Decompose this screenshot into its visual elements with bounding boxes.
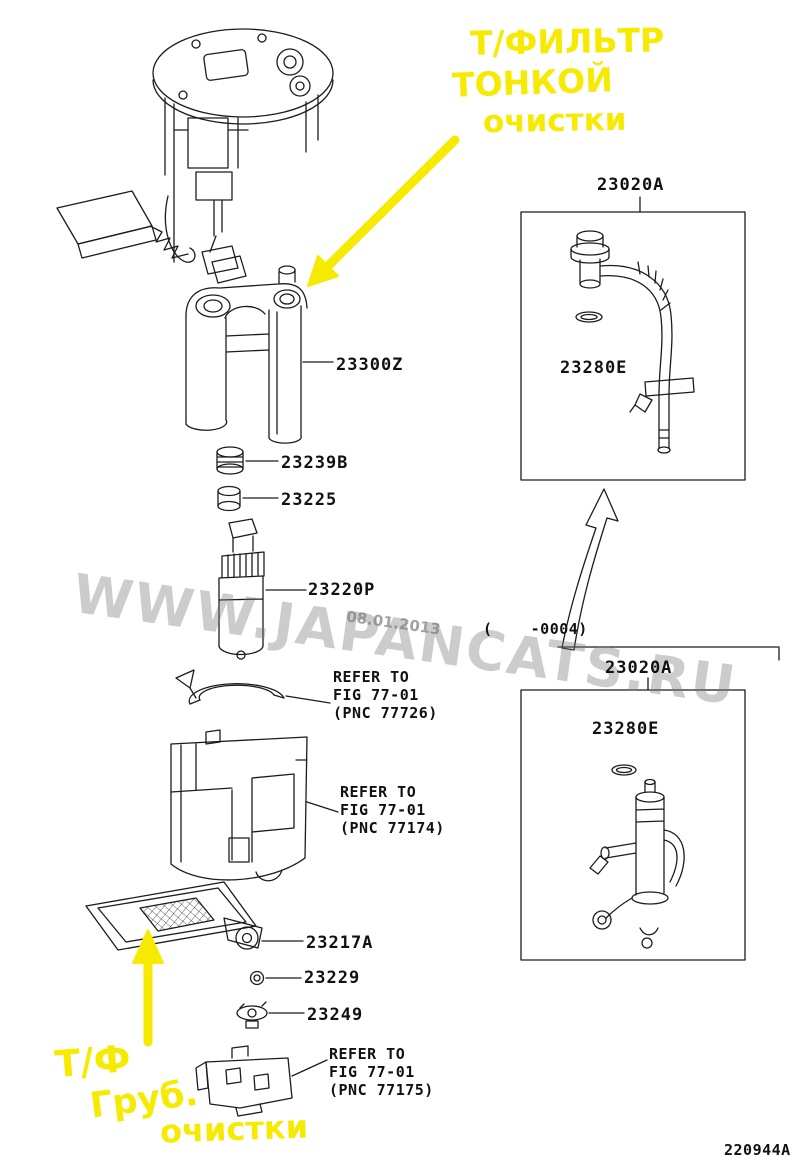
refer-line: REFER TO <box>340 783 417 801</box>
refer-block-77174: REFER TO FIG 77-01 (PNC 77174) <box>340 783 445 837</box>
part-label-23300z: 23300Z <box>336 355 404 375</box>
serial-range-note: ( -0004) <box>483 620 588 638</box>
part-label-23217a: 23217A <box>306 933 374 953</box>
annotation-fine-filter-line2: ТОНКОЙ <box>451 60 614 105</box>
part-label-23239b: 23239B <box>281 453 349 473</box>
part-label-23280e-top: 23280E <box>560 358 628 378</box>
annotation-coarse-filter-line3: очистки <box>159 1107 309 1151</box>
part-label-23225: 23225 <box>281 490 338 510</box>
strainer-art <box>85 881 304 951</box>
refer-line: REFER TO <box>333 668 410 686</box>
filter-housing-art <box>185 265 334 444</box>
part-23239b-art <box>216 446 279 475</box>
annotation-fine-filter-line3: очистки <box>482 101 627 141</box>
part-label-23220p: 23220P <box>308 580 376 600</box>
fuel-pump-art <box>218 518 307 660</box>
serial-bracket-line <box>557 646 780 661</box>
c-ring-art <box>175 669 331 705</box>
refer-line: (PNC 77726) <box>333 704 438 722</box>
annotation-fine-filter-line1: Т/ФИЛЬТР <box>469 20 665 63</box>
detail-box-top <box>520 196 746 481</box>
part-label-23280e-bottom: 23280E <box>592 719 660 739</box>
refer-line: FIG 77-01 <box>340 801 426 819</box>
fuel-pump-plate-art <box>56 28 334 284</box>
clip-art <box>236 1001 305 1029</box>
detail-box-bottom <box>520 677 746 961</box>
refer-line: (PNC 77175) <box>329 1081 434 1099</box>
refer-line: FIG 77-01 <box>333 686 419 704</box>
doc-code: 220944A <box>724 1141 791 1159</box>
annotation-arrows <box>132 135 460 1047</box>
refer-line: (PNC 77174) <box>340 819 445 837</box>
refer-line: REFER TO <box>329 1045 406 1063</box>
bracket-art <box>195 1045 328 1117</box>
annotation-coarse-filter-line1: Т/Ф <box>53 1036 133 1087</box>
part-label-23020a-bottom: 23020A <box>605 658 673 678</box>
part-label-23249: 23249 <box>307 1005 364 1025</box>
refer-line: FIG 77-01 <box>329 1063 415 1081</box>
grommet-art <box>249 970 302 986</box>
part-label-23020a-top: 23020A <box>597 175 665 195</box>
refer-block-77175: REFER TO FIG 77-01 (PNC 77175) <box>329 1045 434 1099</box>
refer-block-77726: REFER TO FIG 77-01 (PNC 77726) <box>333 668 438 722</box>
reservoir-bucket-art <box>170 729 339 882</box>
part-23225-art <box>217 485 279 512</box>
up-arrow-outline <box>561 488 619 651</box>
part-label-23229: 23229 <box>304 968 361 988</box>
